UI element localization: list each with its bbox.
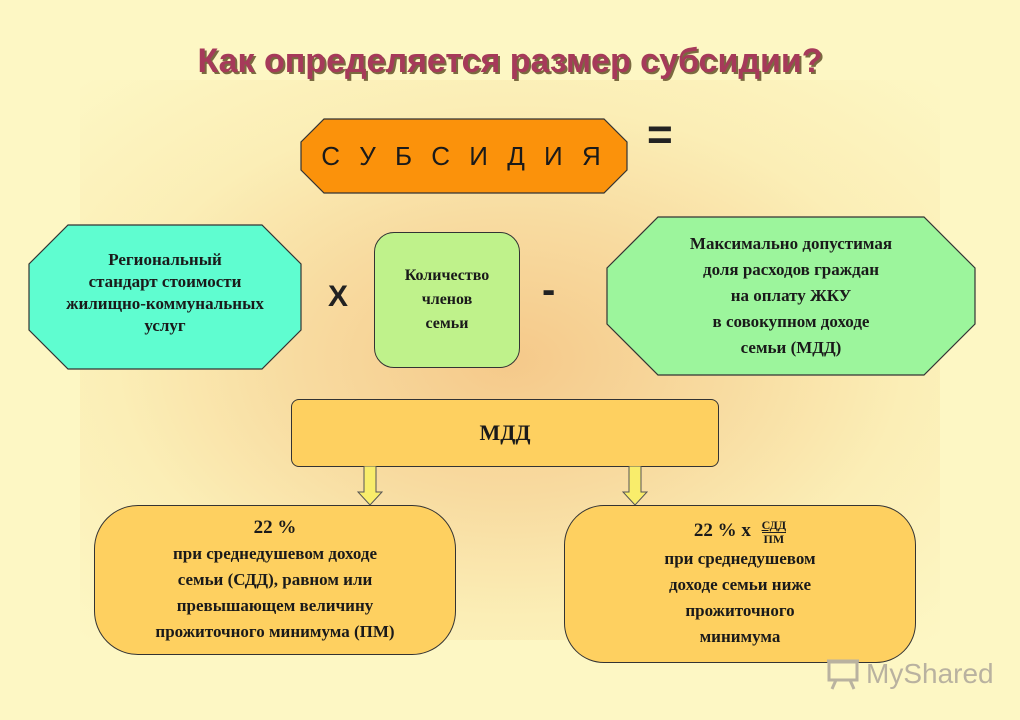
mdd-label: МДД: [479, 420, 531, 445]
max-share-line-2: доля расходов граждан: [702, 260, 879, 279]
max-share-line-3: на оплату ЖКУ: [730, 286, 852, 305]
arrow-down-left-icon: [357, 466, 383, 506]
right-case-line-1: при среднедушевом: [664, 548, 816, 568]
left-case-line-3: превышающем величину: [176, 596, 374, 615]
family-line-3: семьи: [425, 315, 469, 332]
subsidy-octagon-shape: [300, 118, 628, 194]
left-case-line-2: семьи (СДД), равном или: [177, 570, 373, 589]
left-case-percent: 22 %: [253, 517, 297, 538]
sdd-pm-fraction: СДД ПМ: [761, 517, 787, 546]
right-case-percent: 22 % х: [693, 520, 751, 542]
regional-line-1: Региональный: [108, 250, 222, 269]
family-members-box: Количество членов семьи: [374, 232, 520, 368]
max-share-line-4: в совокупном доходе: [712, 312, 870, 331]
presentation-board-icon: [827, 659, 859, 690]
regional-line-3: жилищно-коммунальных: [66, 294, 264, 313]
left-case-line-1: при среднедушевом доходе: [172, 544, 378, 563]
left-case-line-4: прожиточного минимума (ПМ): [155, 622, 395, 641]
max-share-line-1: Максимально допустимая: [689, 234, 893, 253]
subsidy-box: С У Б С И Д И Я: [300, 118, 628, 194]
watermark-logo: MyShared: [826, 658, 994, 690]
left-case-box: 22 % при среднедушевом доходе семьи (СДД…: [94, 505, 456, 655]
equals-sign: =: [647, 110, 673, 159]
max-share-box: Максимально допустимая доля расходов гра…: [606, 216, 976, 376]
family-line-1: Количество: [404, 267, 490, 284]
right-case-formula: 22 % х СДД ПМ: [664, 518, 815, 545]
right-case-line-2: доходе семьи ниже: [668, 574, 812, 594]
right-case-line-3: прожиточного: [685, 600, 795, 620]
minus-sign: -: [542, 268, 556, 312]
max-share-line-5: семьи (МДД): [740, 338, 842, 357]
right-case-box: 22 % х СДД ПМ при среднедушевом доходе с…: [564, 505, 916, 663]
regional-standard-box: Региональный стандарт стоимости жилищно-…: [28, 224, 302, 370]
right-case-line-4: минимума: [699, 626, 781, 646]
fraction-denominator: ПМ: [763, 531, 785, 546]
family-line-2: членов: [421, 291, 473, 308]
max-share-octagon-shape: [606, 216, 976, 376]
mdd-box: МДД: [291, 399, 719, 467]
regional-line-4: услуг: [144, 316, 186, 335]
page-title: Как определяется размер субсидии?: [197, 42, 823, 80]
watermark-text: MyShared: [866, 658, 994, 689]
fraction-numerator: СДД: [761, 517, 787, 533]
regional-line-2: стандарт стоимости: [88, 272, 242, 291]
regional-octagon-shape: [28, 224, 302, 370]
subsidy-label: С У Б С И Д И Я: [321, 140, 607, 171]
multiply-sign: Х: [328, 280, 349, 313]
arrow-down-right-icon: [622, 466, 648, 506]
